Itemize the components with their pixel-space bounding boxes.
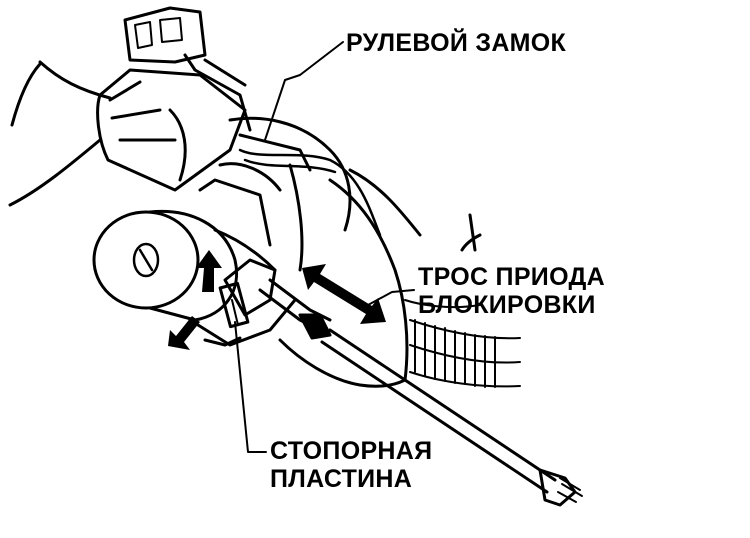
lock-cable-label: ТРОС ПРИОДА БЛОКИРОВКИ [418,263,605,319]
column-housing [96,68,247,192]
lock-cable-label-line2: БЛОКИРОВКИ [418,291,596,319]
arrow-down-left-icon [168,316,200,350]
wire-routing [238,148,382,237]
leader-plate [234,321,267,453]
lock-body [198,116,482,382]
stopper-plate-label-line1: СТОПОРНАЯ [270,437,433,465]
steering-lock-label: РУЛЕВОЙ ЗАМОК [346,29,567,57]
stopper-plate-area [188,258,407,388]
shift-lock-cable [258,278,583,507]
ignition-cylinder [92,209,238,322]
arrow-up-icon [196,250,222,292]
stopper-plate-label-line2: ПЛАСТИНА [270,465,413,493]
steering-shaft [8,60,112,207]
double-arrow-icon [302,264,386,324]
top-bracket [123,6,252,132]
leader-steering-lock [264,41,344,141]
stopper-plate-label: СТОПОРНАЯ ПЛАСТИНА [270,437,432,493]
leader-lines [234,41,415,453]
lock-cable-label-line1: ТРОС ПРИОДА [418,263,605,291]
leader-cable [367,289,415,306]
ribbed-tube [404,299,521,388]
